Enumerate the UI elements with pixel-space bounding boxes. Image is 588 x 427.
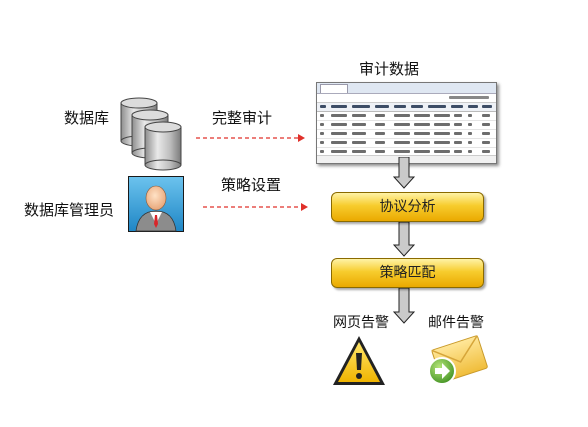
strategy-match-box: 策略匹配 — [331, 258, 484, 288]
down-arrow-3 — [393, 288, 415, 324]
web-alert-label: 网页告警 — [333, 315, 389, 331]
email-envelope-icon — [424, 334, 490, 388]
email-alert-label: 邮件告警 — [428, 315, 484, 331]
audit-data-title: 审计数据 — [359, 60, 420, 78]
dashed-arrow-full-audit — [196, 134, 305, 142]
strategy-setting-label: 策略设置 — [221, 176, 282, 194]
protocol-analysis-box: 协议分析 — [331, 192, 484, 222]
down-arrow-2 — [393, 222, 415, 257]
full-audit-label: 完整审计 — [212, 109, 273, 127]
down-arrow-1 — [393, 157, 415, 189]
warning-triangle-icon — [331, 333, 387, 389]
db-admin-label: 数据库管理员 — [24, 201, 115, 219]
dashed-arrow-strategy — [203, 203, 308, 211]
database-label: 数据库 — [64, 109, 110, 127]
administrator-person-icon — [128, 176, 184, 232]
audit-table-screenshot-icon — [316, 82, 497, 164]
database-cylinders-icon — [118, 97, 186, 171]
